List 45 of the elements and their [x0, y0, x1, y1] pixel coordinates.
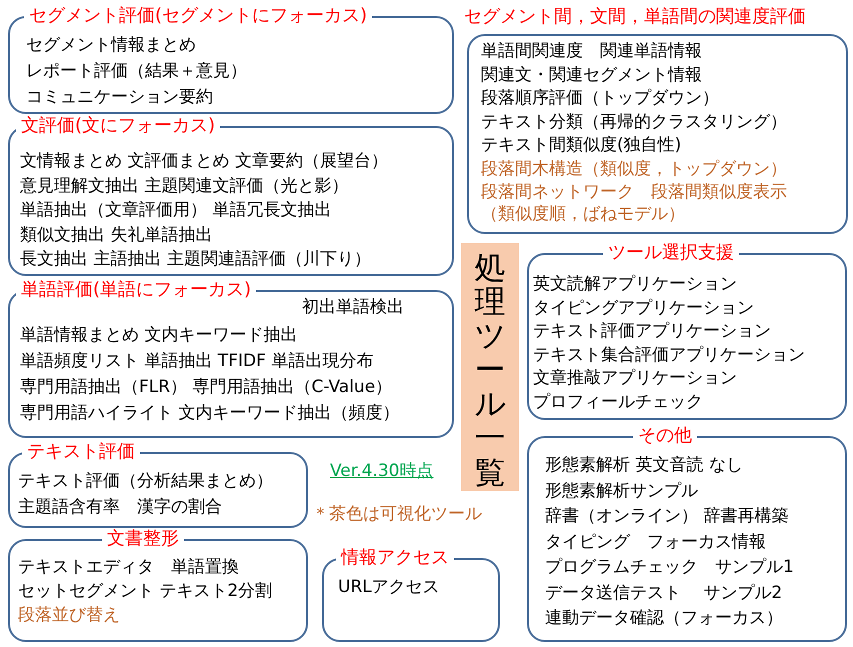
tool-item-line: テキスト評価アプリケーション	[533, 320, 771, 342]
tool-item-line: 段落並び替え	[18, 604, 120, 626]
tool-item-line: レポート評価（結果＋意見）	[26, 60, 247, 82]
tool-item-line: セットセグメント テキスト2分割	[18, 580, 272, 602]
tool-item-line: 単語抽出（文章評価用） 単語冗長文抽出	[20, 199, 332, 221]
tool-item-line: 段落順序評価（トップダウン）	[481, 87, 719, 109]
tool-item-line: コミュニケーション要約	[26, 86, 213, 108]
title-panel	[461, 243, 519, 491]
tool-item-line: 連動データ確認（フォーカス）	[545, 607, 783, 629]
tool-item-line: 文章推敲アプリケーション	[533, 367, 737, 389]
tool-item-line: 長文抽出 主語抽出 主題関連語評価（川下り）	[20, 248, 371, 270]
tool-item-line: 英文読解アプリケーション	[533, 273, 737, 295]
vertical-title: 処理ツール一覧	[474, 251, 506, 490]
tool-item-line: 初出単語検出	[302, 296, 404, 318]
tool-item-line: 形態素解析サンプル	[545, 480, 698, 502]
tool-item-line: 単語間関連度 関連単語情報	[481, 40, 702, 62]
section-heading: 文書整形	[102, 528, 184, 550]
tool-item-line: 関連文・関連セグメント情報	[481, 64, 702, 86]
tool-item-line: 辞書（オンライン） 辞書再構築	[545, 505, 788, 527]
tool-item-line: 形態素解析 英文音読 なし	[545, 454, 743, 476]
tool-item-line: タイピング フォーカス情報	[545, 530, 766, 552]
tool-item-line: 段落間木構造（類似度，トップダウン）	[481, 158, 787, 180]
tool-item-line: 文情報まとめ 文評価まとめ 文章要約（展望台）	[20, 150, 388, 172]
tool-item-line: URLアクセス	[338, 576, 440, 598]
tool-item-line: テキストエディタ 単語置換	[18, 556, 239, 578]
version-note: Ver.4.30時点	[330, 460, 434, 482]
tool-item-line: データ送信テスト サンプル2	[545, 582, 782, 604]
tool-item-line: 単語情報まとめ 文内キーワード抽出	[20, 324, 298, 346]
tool-item-line: テキスト間類似度(独自性)	[481, 134, 682, 156]
tool-item-line: タイピングアプリケーション	[533, 296, 754, 318]
tool-item-line: テキスト集合評価アプリケーション	[533, 344, 805, 366]
tool-item-line: 単語頻度リスト 単語抽出 TFIDF 単語出現分布	[20, 350, 374, 372]
tool-item-line: 専門用語ハイライト 文内キーワード抽出（頻度）	[20, 402, 400, 424]
tool-item-line: 段落間ネットワーク 段落間類似度表示（類似度順，ばねモデル）	[481, 181, 788, 225]
tool-item-line: 類似文抽出 失礼単語抽出	[20, 224, 212, 246]
section-heading: その他	[633, 425, 697, 447]
tool-item-line: テキスト分類（再帰的クラスタリング）	[481, 110, 787, 132]
legend-note: ＊茶色は可視化ツール	[312, 503, 482, 525]
tool-item-line: プログラムチェック サンプル1	[545, 556, 794, 578]
tool-item-line: 専門用語抽出（FLR） 専門用語抽出（C-Value）	[20, 376, 392, 398]
tool-item-line: プロフィールチェック	[533, 390, 703, 412]
tool-item-line: テキスト評価（分析結果まとめ）	[18, 470, 273, 492]
tool-item-line: セグメント情報まとめ	[26, 34, 196, 56]
tool-item-line: 意見理解文抽出 主題関連文評価（光と影）	[20, 174, 348, 196]
tool-item-line: 主題語含有率 漢字の割合	[18, 496, 222, 518]
